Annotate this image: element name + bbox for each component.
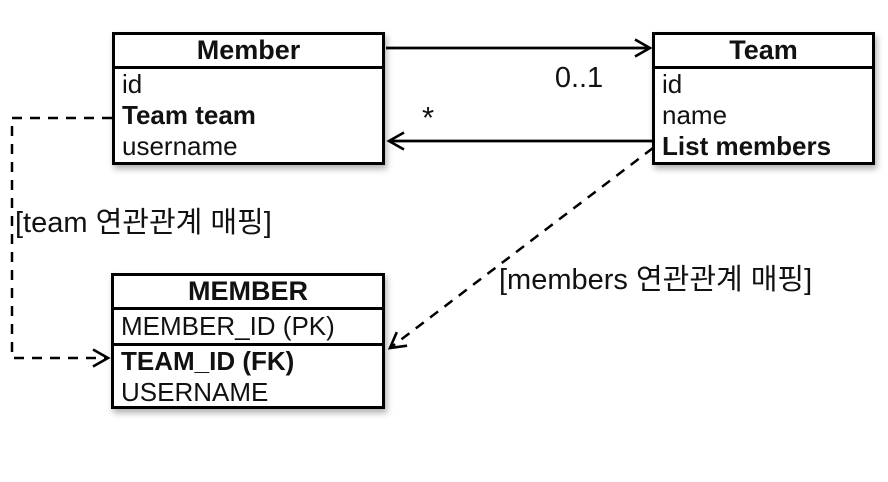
member-table-username-field: USERNAME: [121, 377, 269, 407]
team-field-id: id: [662, 69, 683, 99]
mapping-connector-members-field-to-table: [387, 147, 654, 350]
team-class-title: Team: [655, 35, 872, 69]
member-field-team: Team team: [122, 100, 256, 130]
member-table-fk-field: TEAM_ID (FK): [121, 346, 295, 376]
member-table-fields: TEAM_ID (FK) USERNAME: [114, 346, 382, 408]
team-class-box: Team id name List members: [652, 32, 875, 165]
member-table-title: MEMBER: [114, 276, 382, 310]
member-field-username: username: [122, 131, 238, 161]
team-class-fields: id name List members: [655, 69, 872, 162]
member-table-box: MEMBER MEMBER_ID (PK) TEAM_ID (FK) USERN…: [111, 273, 385, 409]
member-class-fields: id Team team username: [115, 69, 382, 162]
multiplicity-zero-or-one-label: 0..1: [554, 62, 604, 94]
team-field-name: name: [662, 100, 728, 130]
members-mapping-label: [members 연관관계 매핑]: [499, 264, 813, 296]
member-class-title: Member: [115, 35, 382, 69]
member-class-box: Member id Team team username: [112, 32, 385, 165]
multiplicity-many-label: *: [421, 100, 435, 135]
team-field-members: List members: [662, 131, 832, 161]
team-mapping-label: [team 연관관계 매핑]: [15, 207, 272, 239]
member-table-pk-row: MEMBER_ID (PK): [114, 310, 382, 346]
member-field-id: id: [122, 69, 143, 99]
